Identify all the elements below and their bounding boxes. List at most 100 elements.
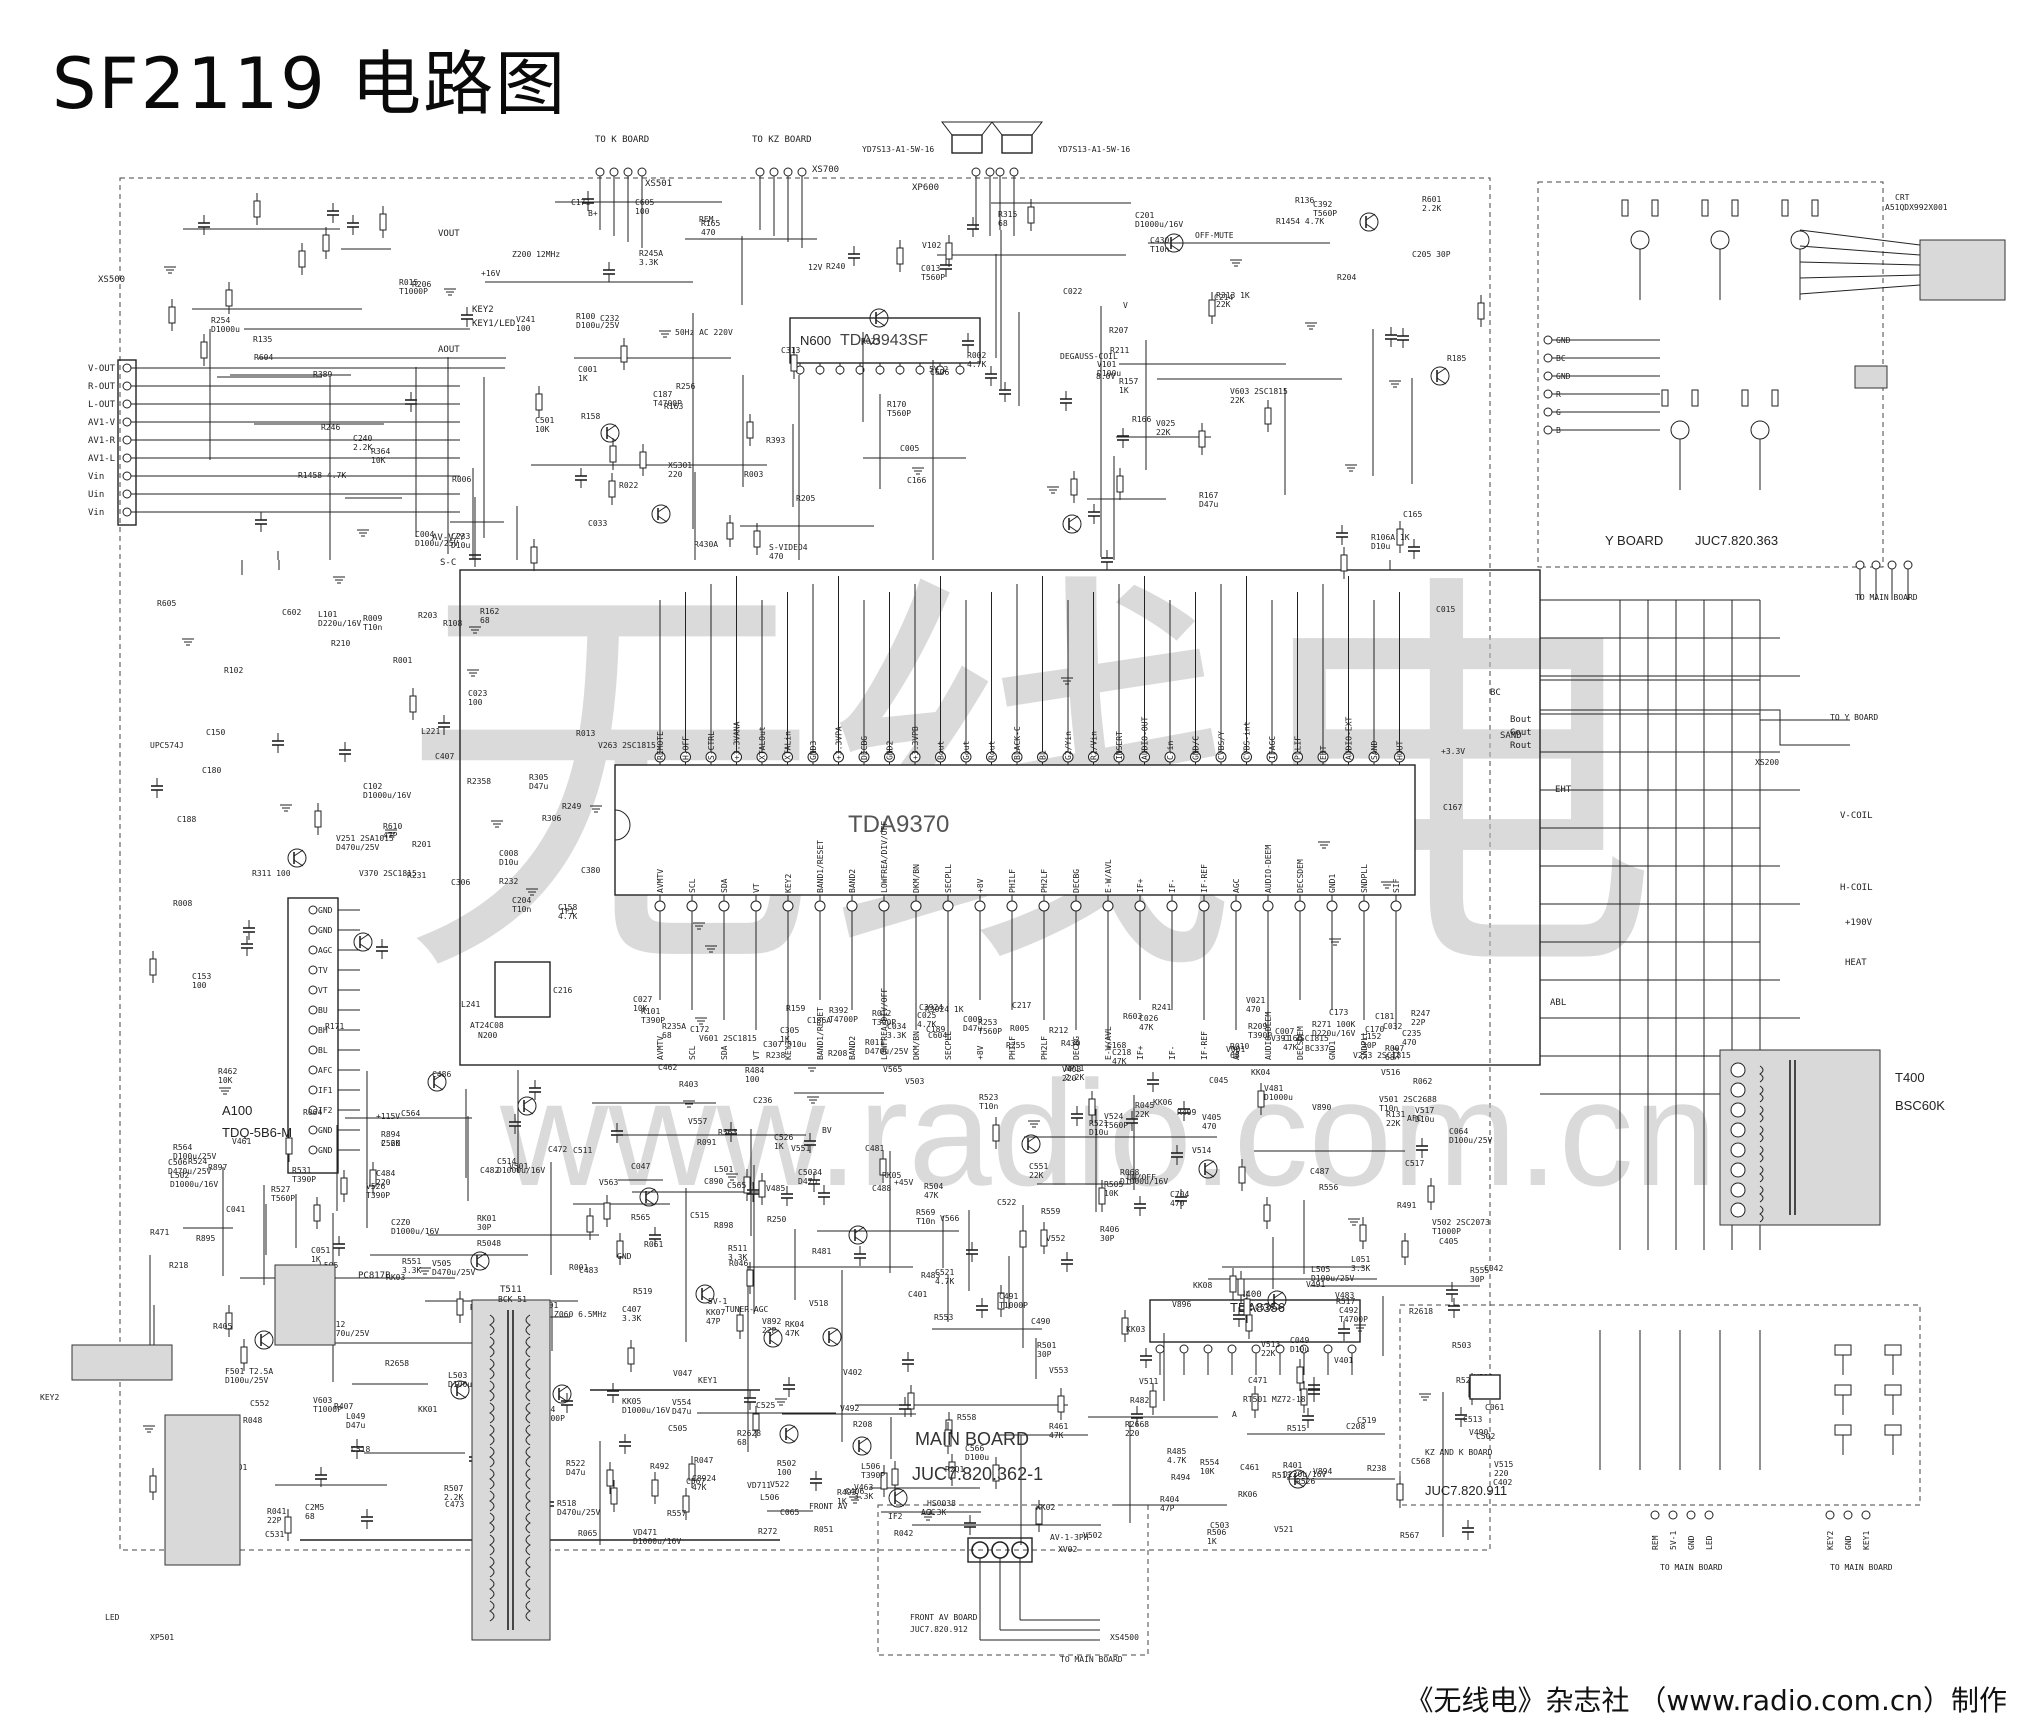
upc-label: UPC574J [150,741,184,750]
part-designator: C3924 [919,1003,943,1012]
transistor-symbol [639,1187,659,1207]
resistor-symbol [149,958,157,976]
flyback-pin [1730,1062,1746,1078]
part-designator: C025 [917,1011,936,1020]
to-y-board-label: TO Y BOARD [1830,713,1878,722]
kz-switch [1834,1424,1852,1436]
switch-winding [525,1512,531,1534]
tda-bottom-pin [942,900,954,912]
part-value: 3.3K [927,1508,946,1517]
part-designator: C531 [265,1530,284,1539]
part-designator: R507 [444,1484,463,1493]
top-connector-pin [623,167,633,177]
transistor-symbol [1267,1290,1287,1310]
tuner-pin [308,1005,318,1015]
kz-pin-name: REM [1651,1535,1660,1550]
transistor-collector [828,1328,839,1336]
part-designator: C022 [1063,287,1082,296]
part-value: 22K [1135,1110,1150,1119]
part-designator: C033 [588,519,607,528]
tda-bottom-pin [1006,900,1018,912]
tda-top-pin-name: HOUT [1396,741,1405,760]
part-designator: C401 [908,1290,927,1299]
part-designator: C160 [1283,1034,1302,1043]
tda-bottom-pin-net: SECPLL [944,1031,953,1060]
left-signal-pin [122,471,132,481]
tda-top-pin-name: R2/Vin [1090,731,1099,760]
part-value: T390P [292,1175,316,1184]
part-designator: C405 [1439,1237,1458,1246]
part-designator: R521 [1089,1119,1108,1128]
part-value: T560P [887,409,911,418]
tda9370-bottom-pins: AVMTVAVMTVSCLSCLSDASDAVTVTKEY2KEY2BAND1/… [654,821,1402,1060]
left-signal-label: Vin [88,472,104,482]
flyback-model: BSC60K [1895,1098,1945,1113]
part-value: 68 [1230,1051,1240,1060]
schematic-diagram: 无线电 www.radio.com.cn TDA9370 REMOTEH-OFF… [40,121,2006,1664]
trace [1540,709,1850,746]
xs200-label: XS200 [1755,758,1779,767]
part-value: 30P [477,1223,492,1232]
tda-bottom-pin-name: AVMTV [656,869,665,893]
part-value: D1000u/16V [497,1166,545,1175]
transistor-collector [1365,213,1376,221]
transistor-symbol [1021,1134,1041,1154]
supply-label: 5V-1 [708,1297,727,1306]
part-designator: C045 [1209,1076,1228,1085]
transistor-collector [1294,1470,1305,1478]
part-designator: R494 [1171,1473,1190,1482]
part-designator: R567 [1400,1531,1419,1540]
part-value: 3.3K [402,1266,421,1275]
eeprom-label: AT24C08 [470,1021,504,1030]
part-designator: R012 [872,1009,891,1018]
tda8943-pins [795,363,965,375]
y-board-pin [1543,353,1553,363]
tuner-pin-name: GND [318,926,333,935]
part-designator: L506 [760,1493,779,1502]
ir-receiver [1469,1374,1501,1400]
ground-symbol [385,829,397,837]
part-designator: V890 [1312,1103,1331,1112]
switch-winding [525,1314,531,1336]
part-designator: R208 [853,1420,872,1429]
tda8356-chip: N400 TDA8356 [1149,1290,1361,1375]
tda-bottom-pin-name: IF+ [1136,878,1145,893]
y-board-resistor [1651,199,1659,217]
part-designator: R393 [766,436,785,445]
tuner-pin-name: IF2 [318,1106,333,1115]
resistor-symbol [285,1137,293,1155]
part-value: D100u/25V [225,1376,269,1385]
y-board-resistor [1811,199,1819,217]
part-designator: R165 [701,219,720,228]
part-designator: V552 [1046,1234,1065,1243]
part-value: 47P [1160,1504,1175,1513]
tda-bottom-pin [846,900,858,912]
y-to-main-label: TO MAIN BOARD [1855,593,1918,602]
part-designator: KK03 [1126,1325,1145,1334]
tda-top-pin-name: SAND [1370,741,1379,760]
transistor-emitter [1027,1145,1038,1153]
kz-board-parts [1469,1330,1902,1470]
transistor-symbol [450,1380,470,1400]
part-value: D1000u/16V [622,1406,670,1415]
transistor-emitter [359,943,370,951]
part-designator: C484 [376,1169,395,1178]
to-kz-board-label-a: TO K BOARD [595,135,649,145]
top-signal-label: KEY2 [472,305,494,315]
transistor-symbol [651,504,671,524]
part-designator: V892 [762,1317,781,1326]
part-value: 30P [1037,1350,1052,1359]
resistor-symbol [168,306,176,324]
part-designator: R212 [1049,1026,1068,1035]
part-designator: V511 [1139,1377,1158,1386]
supply-label: A [1232,1410,1237,1419]
part-value: 3.3K [639,258,658,267]
resistor-symbol [314,810,322,828]
part-designator: C313 [781,346,800,355]
part-value: T390P [861,1471,885,1480]
part-designator: C158 [558,903,577,912]
part-designator: V551 [791,1144,810,1153]
ground-symbol [807,1096,819,1104]
